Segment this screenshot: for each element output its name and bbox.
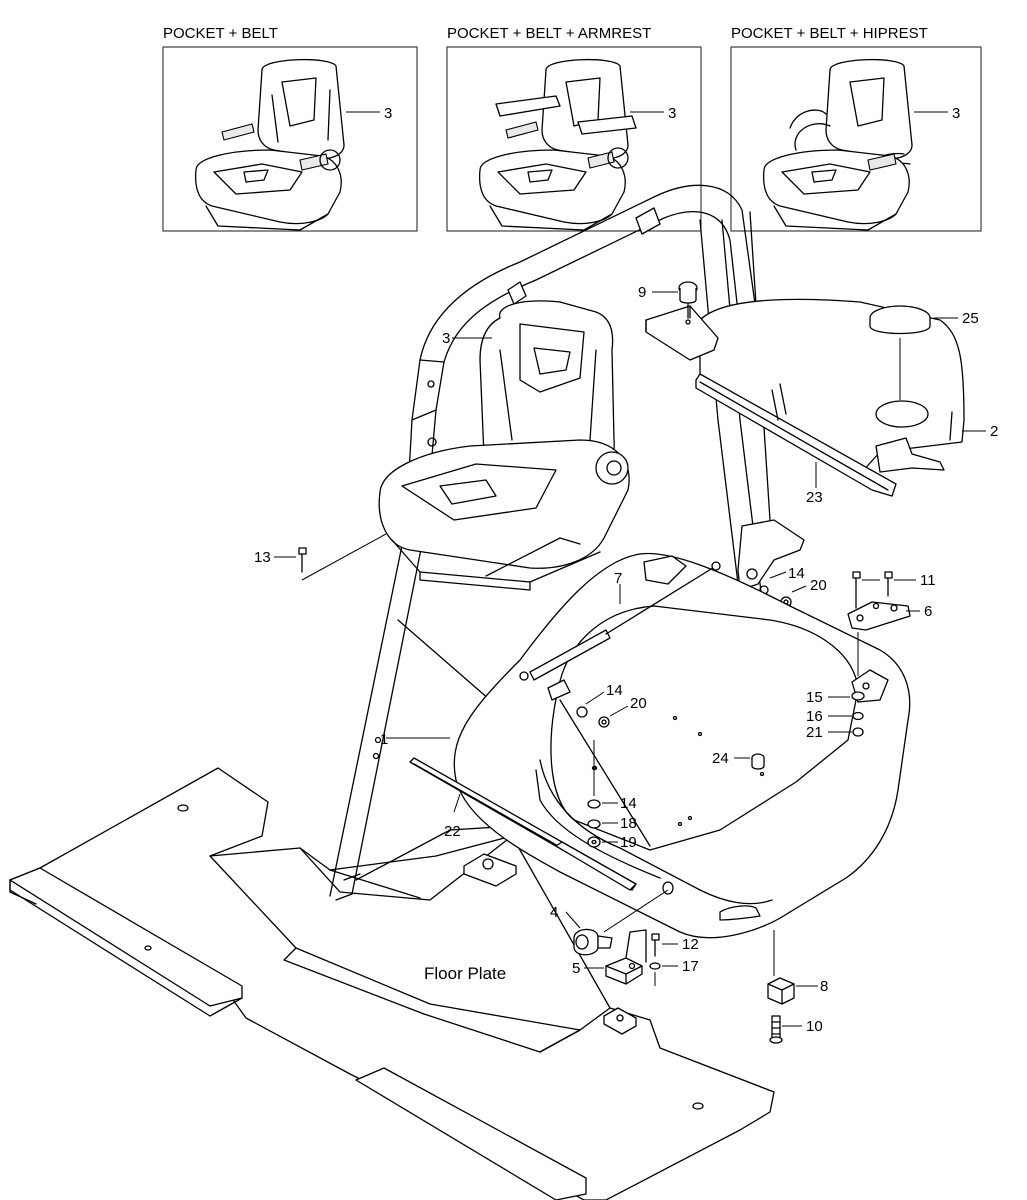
- bolt-13: [298, 533, 387, 581]
- callout-7: 7: [614, 570, 622, 587]
- plug-24: [751, 753, 765, 777]
- callout-3: 3: [668, 105, 676, 122]
- callout-14: 14: [620, 795, 637, 812]
- callout-20: 20: [630, 695, 647, 712]
- callout-5: 5: [572, 960, 580, 977]
- floor-plate: [9, 767, 775, 1200]
- bolt-10: [769, 1015, 783, 1044]
- callout-8: 8: [820, 978, 828, 995]
- variant-title: POCKET + BELT + ARMREST: [447, 25, 651, 42]
- washer-stack-lower: [587, 740, 601, 848]
- callout-10: 10: [806, 1018, 823, 1035]
- variant-title: POCKET + BELT + HIPREST: [731, 25, 928, 42]
- seat-base-shell: [453, 552, 911, 939]
- variant-frame: [446, 46, 702, 232]
- callout-4: 4: [550, 904, 558, 921]
- callout-25: 25: [962, 310, 979, 327]
- callout-9: 9: [638, 284, 646, 301]
- bolts-11: [852, 571, 893, 609]
- callout-11: 11: [920, 572, 936, 589]
- callout-1: 1: [380, 731, 388, 748]
- callout-3: 3: [952, 105, 960, 122]
- variant-pocket-belt: POCKET + BELT 3: [162, 25, 418, 232]
- slide-rail-23: [695, 373, 897, 497]
- switch-bracket-5: [605, 929, 647, 985]
- hood-bracket: [737, 519, 805, 595]
- washer-stack-hinge: [851, 691, 865, 737]
- callout-14: 14: [788, 565, 805, 582]
- knob-9: [678, 281, 698, 319]
- callout-12: 12: [682, 936, 699, 953]
- callout-2: 2: [990, 423, 998, 440]
- hinge-6: [847, 601, 911, 631]
- callout-6: 6: [924, 603, 932, 620]
- bolt-12: [649, 933, 661, 986]
- block-8: [767, 930, 795, 1005]
- main-seat: [378, 300, 630, 591]
- hood-panel: [645, 298, 965, 475]
- seat-switch-4: [573, 889, 669, 956]
- callout-14: 14: [606, 682, 623, 699]
- callout-19: 19: [620, 834, 637, 851]
- callout-15: 15: [806, 689, 823, 706]
- variant-pocket-belt-hiprest: POCKET + BELT + HIPREST 3: [730, 25, 982, 232]
- variant-frame: [730, 46, 982, 232]
- floor-plate-label: Floor Plate: [424, 964, 506, 983]
- callout-18: 18: [620, 815, 637, 832]
- cap-25: [869, 305, 931, 400]
- callout-3: 3: [384, 105, 392, 122]
- callout-22: 22: [444, 823, 461, 840]
- callout-20: 20: [810, 577, 827, 594]
- seat-sketch: [478, 58, 637, 231]
- callout-3: 3: [442, 330, 450, 347]
- callout-13: 13: [254, 549, 271, 566]
- callout-23: 23: [806, 489, 823, 506]
- variant-frame: [162, 46, 418, 232]
- callout-17: 17: [682, 958, 699, 975]
- seat-sketch: [762, 58, 913, 231]
- callout-21: 21: [806, 724, 823, 741]
- callout-16: 16: [806, 708, 823, 725]
- spring-bracket-lower: [547, 679, 610, 728]
- variant-title: POCKET + BELT: [163, 25, 278, 42]
- slide-rail-22: [409, 757, 637, 891]
- callout-24: 24: [712, 750, 729, 767]
- gas-spring-7: [519, 561, 721, 681]
- variant-pocket-belt-armrest: POCKET + BELT + ARMREST 3: [446, 25, 702, 232]
- seat-sketch: [194, 58, 345, 231]
